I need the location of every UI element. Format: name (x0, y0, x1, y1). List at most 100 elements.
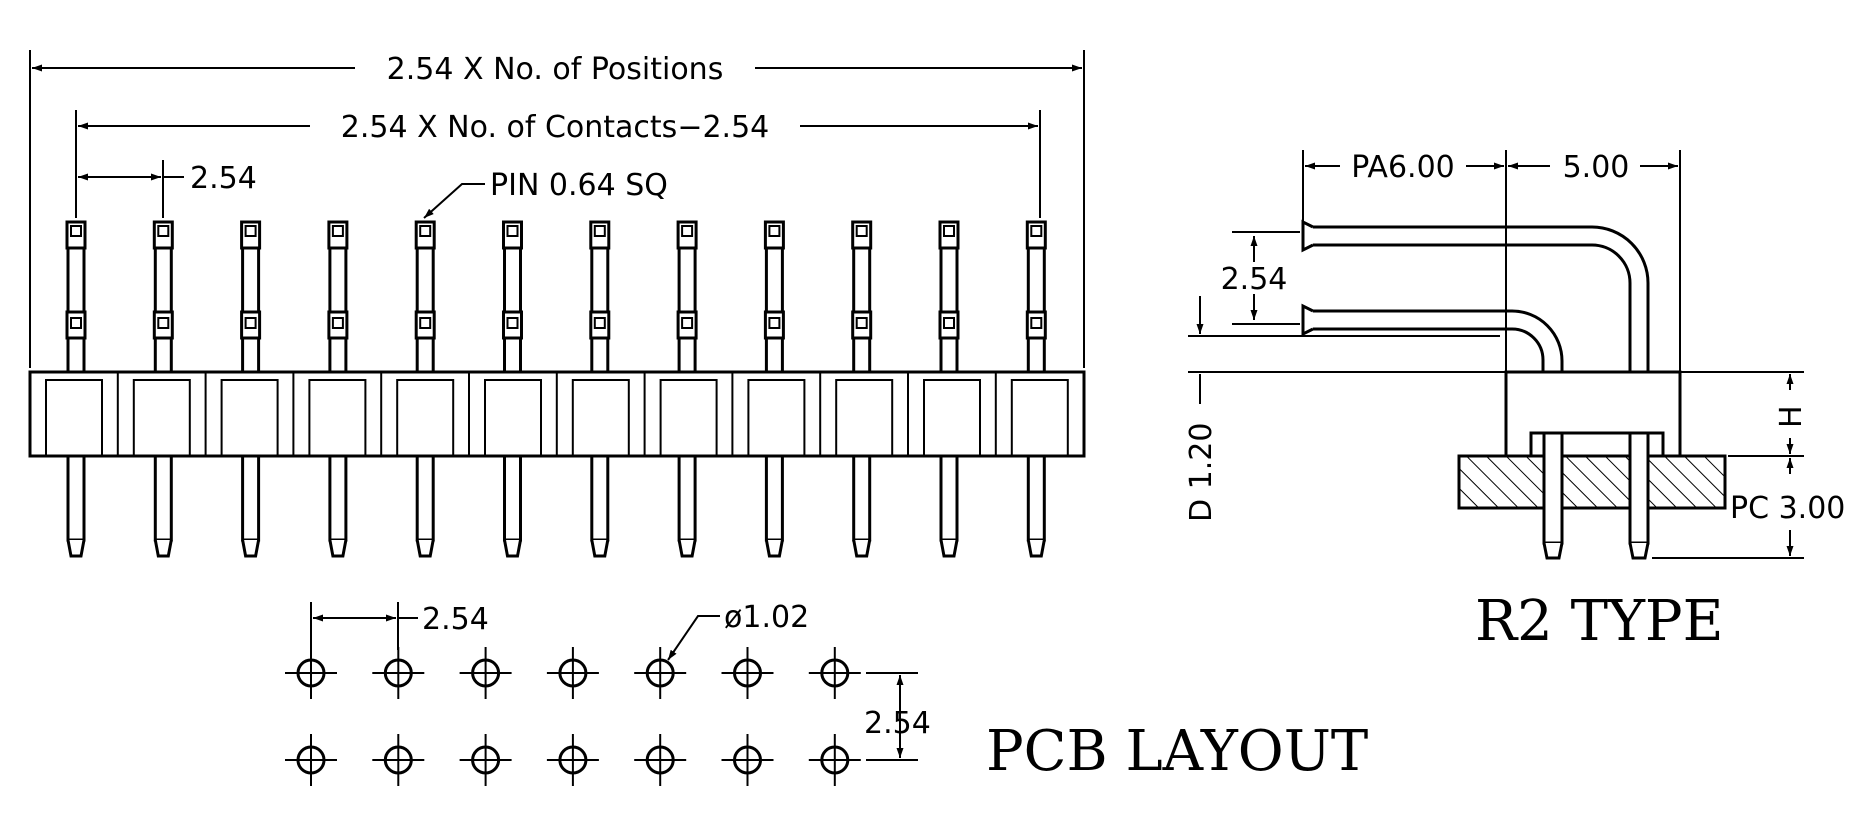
pin-square-mark (1030, 317, 1043, 329)
pin-upper-band (240, 310, 262, 340)
pin-lower-tip (939, 539, 959, 558)
pin-square-mark (855, 317, 868, 329)
pin-lower-tip (677, 539, 697, 558)
h-dim-label: H (1774, 405, 1809, 428)
pin-lower (590, 454, 610, 542)
pin-square-mark (681, 225, 694, 237)
pin-lower-tip (590, 539, 610, 558)
pin-square-mark (419, 225, 432, 237)
pa-dim-label: PA6.00 (1351, 150, 1455, 185)
pin-square-mark (593, 225, 606, 237)
pin-lower-tip (241, 539, 261, 558)
pin-square-mark (244, 225, 257, 237)
pin-square-mark (943, 225, 955, 237)
pin-lower (852, 454, 872, 542)
pin-lower-tip (328, 539, 348, 558)
pin-lower (1026, 454, 1046, 542)
pin-lower (328, 454, 348, 542)
pin-lower (764, 454, 784, 542)
pin-square-mark (331, 225, 344, 237)
upper-pin-tip (1301, 219, 1314, 253)
pin-square-mark (681, 317, 694, 329)
pcb-section (1457, 454, 1727, 510)
d-dim-label: D 1.20 (1184, 423, 1219, 522)
pin-lower-tip (66, 539, 86, 558)
lower-bent-pin (1313, 309, 1564, 372)
pin-lower-tip (415, 539, 435, 558)
pin-square-mark (855, 225, 868, 237)
pc-dim-label: PC 3.00 (1730, 491, 1845, 526)
pin-lower-tip (153, 539, 173, 558)
offset-dim-label: 5.00 (1563, 150, 1630, 185)
pin-lower-tip (1026, 539, 1046, 558)
pin-square-mark (506, 317, 519, 329)
pin-lower (153, 454, 173, 542)
pin-square-mark (768, 225, 781, 237)
pin-upper-band (65, 310, 87, 340)
housing-cell (220, 379, 279, 457)
pin-lower-tip (764, 539, 784, 558)
pcb-layout-caption: PCB LAYOUT (986, 719, 1368, 784)
upper-bent-pin-inner (1313, 243, 1632, 372)
pin-upper-band (763, 310, 785, 340)
pin-square-mark (506, 225, 519, 237)
housing-segments (45, 372, 1069, 457)
housing-cell (835, 379, 894, 457)
tail-pin-left (1542, 431, 1564, 545)
pitch-dim-label: 2.54 (190, 161, 257, 196)
pin-square-mark (70, 317, 82, 329)
pin-lower (241, 454, 261, 542)
pin-note-label: PIN 0.64 SQ (490, 168, 668, 203)
pin-upper-band (938, 310, 960, 340)
pin-lower (66, 454, 86, 542)
upper-bent-pin (1313, 225, 1650, 372)
housing-cell (308, 379, 367, 457)
lower-pin-tip (1301, 303, 1314, 337)
pin-square-mark (157, 317, 170, 329)
housing-cell (659, 379, 718, 457)
contacts-dim-label: 2.54 X No. of Contacts−2.54 (341, 110, 770, 145)
overall-dim-label: 2.54 X No. of Positions (387, 52, 724, 87)
hole-grid (285, 647, 861, 786)
tail-pin-right-tip (1628, 542, 1650, 560)
pin-square-mark (943, 317, 955, 329)
pin-upper-band (327, 310, 349, 340)
pin-square-mark (1030, 225, 1043, 237)
tail-pin-right (1628, 431, 1650, 545)
tail-pin-left-tip (1542, 542, 1564, 560)
pcb-pitch-label: 2.54 (422, 602, 489, 637)
pcb-row-label: 2.54 (864, 706, 931, 741)
pin-square-mark (244, 317, 257, 329)
front-view: 2.54 X No. of Positions 2.54 X No. of Co… (28, 50, 1086, 558)
pin-upper-band (676, 310, 698, 340)
pin-lower (503, 454, 522, 542)
pin-row (65, 220, 1047, 558)
pin-upper-band (152, 310, 174, 340)
pin-lower-tip (503, 539, 522, 558)
housing-cell (132, 379, 191, 457)
pin-lower (677, 454, 697, 542)
pin-square-mark (70, 225, 82, 237)
lower-bent-pin-inner (1313, 327, 1545, 372)
pin-upper-band (1025, 310, 1047, 340)
pin-square-mark (157, 225, 170, 237)
housing-cell (45, 379, 103, 457)
pin-lower (939, 454, 959, 542)
pin-upper-band (589, 310, 611, 340)
side-view: PA6.00 5.00 2.54 D 1.20 H PC 3.00 R2 TYP… (1184, 150, 1845, 654)
row-pitch-label: 2.54 (1221, 262, 1288, 297)
housing-cell (923, 379, 981, 457)
pin-upper-band (851, 310, 873, 340)
pcb-hole-label: ø1.02 (724, 600, 809, 635)
pin-lower (415, 454, 435, 542)
pin-upper-band (414, 310, 436, 340)
pin-lower-tip (852, 539, 872, 558)
pin-square-mark (768, 317, 781, 329)
pin-upper-band (502, 310, 523, 340)
pin-note-leader (423, 183, 485, 219)
pin-square-mark (593, 317, 606, 329)
pcb-layout: 2.54 ø1.02 2.54 PCB LAYOUT (285, 600, 1368, 786)
pin-square-mark (331, 317, 344, 329)
housing-cell (484, 379, 542, 457)
